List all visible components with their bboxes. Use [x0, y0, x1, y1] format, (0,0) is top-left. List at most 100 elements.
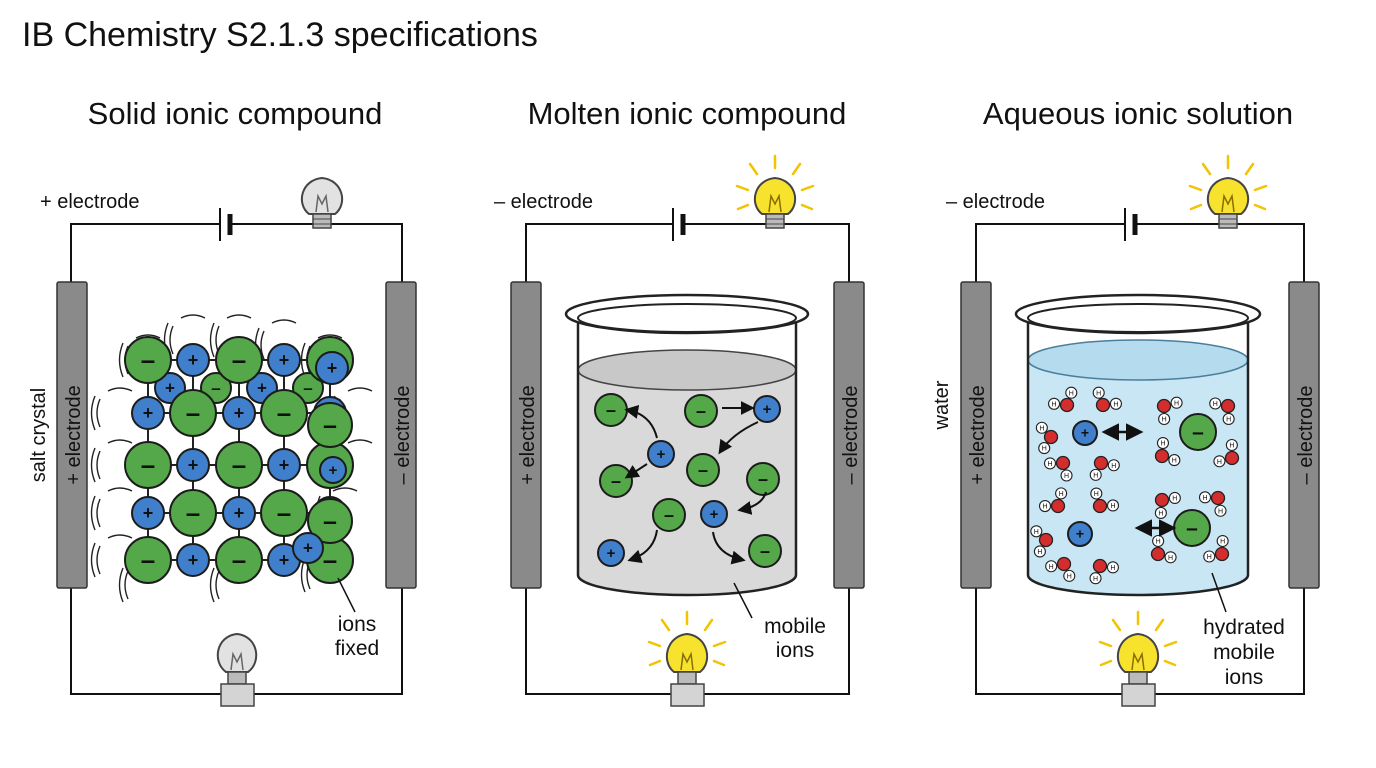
- page-title: IB Chemistry S2.1.3 specifications: [22, 16, 538, 54]
- svg-text:H: H: [1096, 390, 1101, 397]
- svg-text:+: +: [188, 550, 199, 570]
- svg-text:–: –: [323, 411, 337, 439]
- svg-text:H: H: [1172, 458, 1177, 465]
- annotation-hydrated-line2: mobile: [1213, 641, 1275, 664]
- cation: +: [597, 539, 625, 567]
- left-electrode-label-aqueous: + electrode: [967, 385, 989, 485]
- cation: +: [319, 456, 347, 484]
- svg-text:–: –: [303, 379, 312, 398]
- svg-text:H: H: [1160, 441, 1165, 448]
- annotation-mobile-ions-line1: mobile: [764, 615, 826, 638]
- left-electrode-label-molten: + electrode: [517, 385, 539, 485]
- svg-text:H: H: [1168, 555, 1173, 562]
- panel-solid: Solid ionic compound + electrode + elect…: [28, 96, 417, 707]
- svg-text:H: H: [1162, 417, 1167, 424]
- svg-text:–: –: [141, 345, 155, 375]
- anion: –: [1179, 413, 1217, 451]
- double-arrows: [1101, 423, 1177, 537]
- svg-text:H: H: [1207, 554, 1212, 561]
- anion: –: [124, 536, 172, 584]
- water-molecule: HH: [1089, 558, 1119, 585]
- cation: +: [222, 496, 256, 530]
- svg-text:H: H: [1226, 417, 1231, 424]
- svg-text:H: H: [1174, 400, 1179, 407]
- water-molecule: HH: [1150, 534, 1177, 564]
- anion: –: [307, 402, 353, 448]
- svg-text:–: –: [277, 398, 291, 428]
- cation: +: [753, 395, 781, 423]
- cation: +: [176, 543, 210, 577]
- svg-text:H: H: [1110, 503, 1115, 510]
- panel-title-aqueous: Aqueous ionic solution: [983, 96, 1293, 131]
- svg-text:H: H: [1220, 539, 1225, 546]
- svg-text:–: –: [698, 460, 708, 480]
- svg-text:–: –: [232, 545, 246, 575]
- water-molecule: HH: [1092, 386, 1122, 413]
- water-molecule: HH: [1043, 455, 1073, 482]
- svg-text:–: –: [323, 545, 337, 575]
- svg-text:–: –: [760, 541, 770, 561]
- anion: –: [684, 394, 718, 428]
- panel-aqueous: Aqueous ionic solution – electrode: [931, 96, 1320, 707]
- positive-electrode: [960, 281, 992, 589]
- beaker-molten: [564, 293, 810, 597]
- water-molecule: HH: [1198, 490, 1227, 517]
- water-molecule: HH: [1213, 438, 1240, 468]
- negative-electrode: [1288, 281, 1320, 589]
- lightbulb-off-icon: [300, 176, 344, 229]
- svg-text:+: +: [143, 403, 154, 423]
- svg-text:–: –: [186, 498, 200, 528]
- svg-text:–: –: [606, 400, 616, 420]
- anion: –: [748, 534, 782, 568]
- ionic-lattice: +–+––+–+–+–+–+–+–+–+–+–+–+–+–+–+–+: [90, 314, 373, 603]
- water-molecule: HH: [1038, 487, 1068, 514]
- anion: –: [215, 441, 263, 489]
- cation: +: [292, 532, 324, 564]
- svg-text:+: +: [1081, 425, 1089, 441]
- circuit-wire-top: [70, 223, 220, 282]
- anion: –: [1173, 509, 1211, 547]
- top-electrode-label-molten: – electrode: [494, 191, 593, 213]
- svg-text:H: H: [1042, 446, 1047, 453]
- right-electrode-label-aqueous: – electrode: [1295, 386, 1317, 485]
- svg-text:+: +: [657, 446, 666, 463]
- right-electrode-label-solid: – electrode: [392, 386, 414, 485]
- svg-text:+: +: [327, 358, 338, 378]
- svg-text:–: –: [232, 450, 246, 480]
- anion: –: [292, 372, 324, 404]
- svg-text:H: H: [1113, 401, 1118, 408]
- cation: +: [1072, 420, 1098, 446]
- annotation-hydrated-line3: ions: [1225, 666, 1264, 689]
- svg-text:H: H: [1052, 401, 1057, 408]
- negative-electrode: [385, 281, 417, 589]
- svg-text:H: H: [1111, 463, 1116, 470]
- anion: –: [169, 389, 217, 437]
- svg-text:H: H: [1202, 495, 1207, 502]
- svg-text:+: +: [329, 462, 338, 479]
- svg-text:–: –: [141, 450, 155, 480]
- anion: –: [169, 489, 217, 537]
- svg-text:H: H: [1172, 496, 1177, 503]
- svg-text:–: –: [611, 471, 621, 491]
- svg-text:H: H: [1110, 565, 1115, 572]
- svg-text:+: +: [710, 506, 719, 523]
- left-electrode-label-solid: + electrode: [63, 385, 85, 485]
- lightbulb-on-icon: [1188, 154, 1268, 229]
- positive-electrode: [56, 281, 88, 589]
- svg-text:H: H: [1093, 472, 1098, 479]
- svg-text:+: +: [165, 379, 175, 398]
- water-molecule: HH: [1154, 436, 1181, 467]
- positive-electrode: [510, 281, 542, 589]
- svg-text:–: –: [186, 398, 200, 428]
- right-electrode-label-molten: – electrode: [840, 386, 862, 485]
- anion: –: [260, 489, 308, 537]
- cation: +: [647, 440, 675, 468]
- svg-text:H: H: [1047, 461, 1052, 468]
- panel-title-molten: Molten ionic compound: [528, 96, 847, 131]
- svg-text:+: +: [234, 403, 245, 423]
- cation: +: [267, 448, 301, 482]
- svg-text:H: H: [1067, 573, 1072, 580]
- circuit-wire-top-right: [230, 223, 403, 282]
- anion: –: [215, 336, 263, 384]
